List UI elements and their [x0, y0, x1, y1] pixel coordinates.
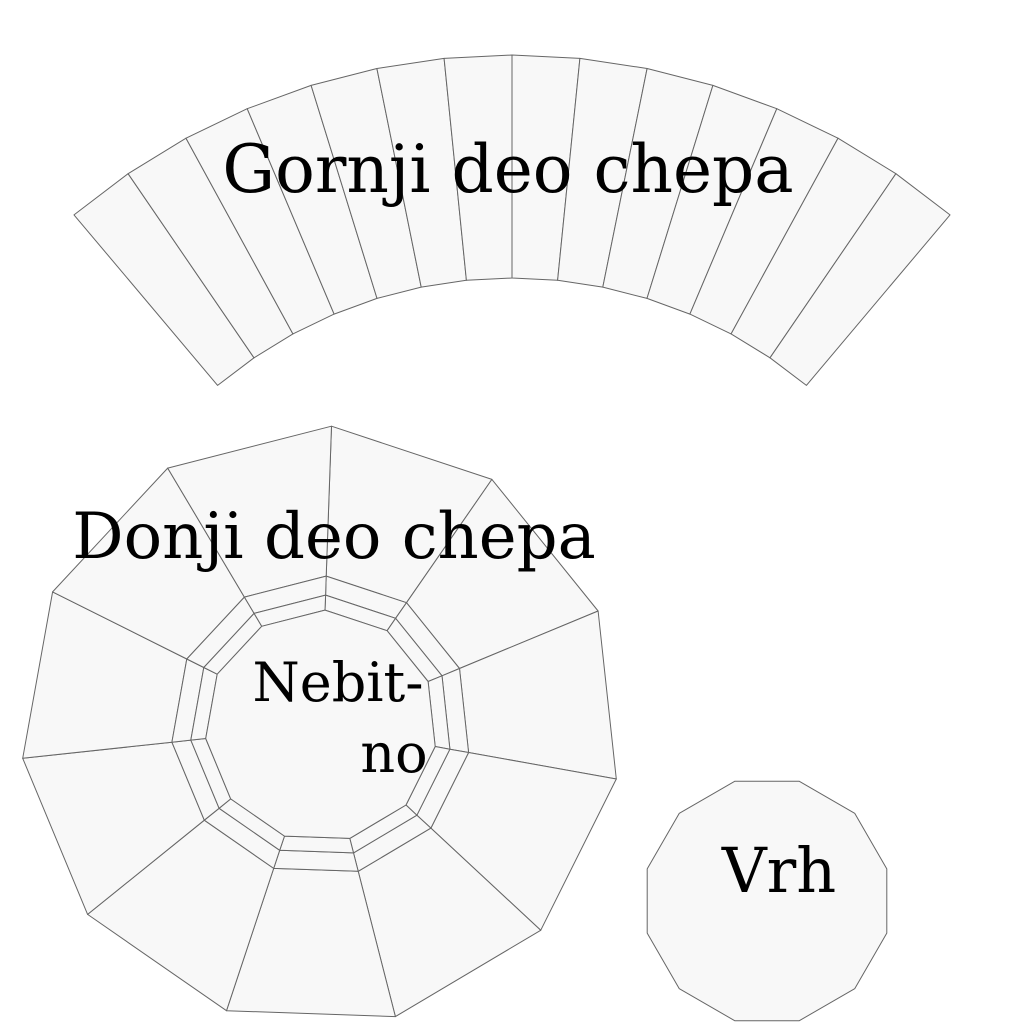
unimportant-inner-face: [205, 609, 436, 839]
rim-face: [273, 849, 359, 872]
top-cap-face: [646, 780, 888, 1022]
upper-crown-face: [769, 173, 951, 386]
upper-crown-label: Gornji deo chepa: [222, 131, 793, 208]
lower-crown-piece: [22, 425, 617, 1018]
top-cap-label: Vrh: [721, 834, 836, 907]
upper-crown-piece: [73, 54, 951, 386]
unimportant-label-line-2: no: [360, 722, 427, 785]
top-cap-piece: [646, 780, 888, 1022]
lower-crown-label: Donji deo chepa: [72, 500, 596, 574]
unimportant-label-line-1: Nebit-: [253, 651, 424, 714]
